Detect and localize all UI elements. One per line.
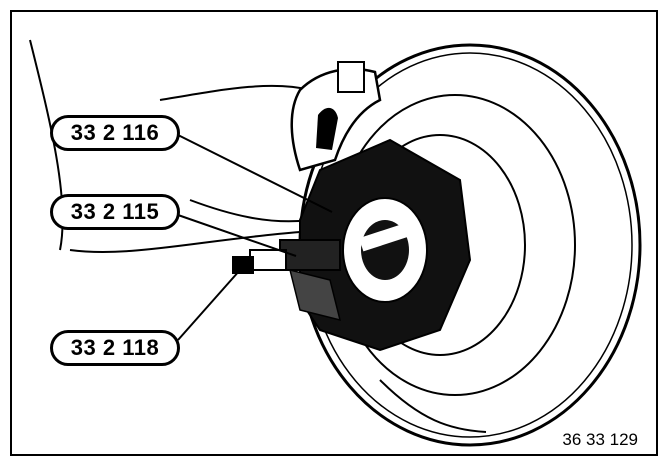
brake-caliper: [290, 61, 382, 172]
callout-part-115: 33 2 115: [50, 194, 180, 230]
callout-part-116: 33 2 116: [50, 115, 180, 151]
puller-tool: [232, 239, 342, 322]
figure-number: 36 33 129: [562, 430, 638, 449]
vehicle-body-lines: [29, 39, 311, 253]
leader-lines: [177, 134, 487, 433]
callout-part-118: 33 2 118: [50, 330, 180, 366]
